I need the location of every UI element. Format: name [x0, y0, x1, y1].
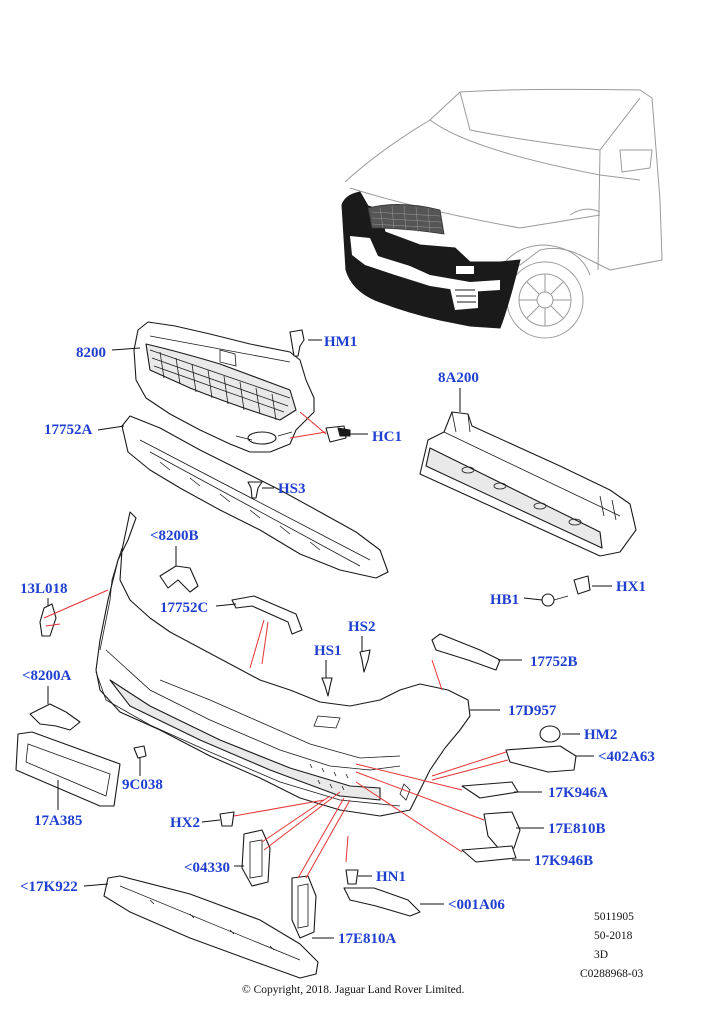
- callout-labels: 8200 HM1 17752A HC1 8A200 HS3 <8200B 13L…: [20, 334, 655, 947]
- part-9c038: [133, 745, 147, 759]
- undertray-17k922: [103, 875, 319, 979]
- screw-hs1: [321, 677, 333, 697]
- info-line-4: C0288968-03: [580, 968, 644, 980]
- copyright-notice: © Copyright, 2018. Jaguar Land Rover Lim…: [242, 984, 465, 996]
- grommet-hm2: [539, 725, 561, 743]
- callout-17k946b: 17K946B: [534, 853, 593, 869]
- callout-402a63: <402A63: [598, 749, 655, 765]
- callout-hm2: HM2: [584, 727, 617, 743]
- crash-beam-8a200: [419, 411, 637, 557]
- trim-17k946b: [461, 845, 517, 863]
- callout-8200b: <8200B: [150, 528, 199, 544]
- callout-9c038: 9C038: [122, 777, 163, 793]
- callout-17752a: 17752A: [44, 422, 93, 438]
- clip-hm1: [289, 329, 305, 357]
- callout-hx1: HX1: [616, 579, 646, 595]
- info-block: 5011905 50-2018 3D C0288968-03: [580, 911, 644, 980]
- callout-001a06: <001A06: [448, 897, 505, 913]
- callout-hx2: HX2: [170, 815, 200, 831]
- vehicle-grille: [367, 204, 445, 235]
- callout-hm1: HM1: [324, 334, 357, 350]
- callout-17752b: 17752B: [530, 654, 578, 670]
- callout-hs1: HS1: [314, 643, 342, 659]
- bumper-cover-17d957: [95, 511, 471, 817]
- callout-hs2: HS2: [348, 619, 376, 635]
- callout-hs3: HS3: [278, 481, 306, 497]
- callout-hc1: HC1: [372, 429, 402, 445]
- bracket-17752b: [431, 633, 501, 671]
- screw-hs3: [247, 481, 263, 499]
- callout-17e810a: 17E810A: [338, 931, 397, 947]
- callout-17e810b: 17E810B: [548, 821, 606, 837]
- clip-hx1: [573, 575, 591, 595]
- bracket-17e810b: [483, 811, 521, 851]
- callout-13l018: 13L018: [20, 581, 68, 597]
- trim-17k946a: [461, 781, 519, 799]
- callout-17a385: 17A385: [34, 813, 82, 829]
- callout-hb1: HB1: [490, 592, 519, 608]
- callout-04330: <04330: [184, 860, 230, 876]
- clip-hn1: [345, 869, 359, 885]
- leader-lines: [47, 339, 612, 939]
- small-components: [15, 329, 591, 979]
- callout-8200a: <8200A: [22, 668, 72, 684]
- bracket-402a63: [505, 745, 577, 773]
- callout-8200: 8200: [76, 345, 106, 361]
- bracket-17752c: [231, 595, 303, 635]
- callout-17k946a: 17K946A: [548, 785, 608, 801]
- vehicle-illustration: [341, 88, 663, 339]
- sensor-13l018: [39, 603, 57, 637]
- grille-8200: [133, 321, 315, 453]
- callout-17752c: 17752C: [160, 600, 208, 616]
- plate-17a385: [15, 731, 121, 807]
- clip-hx2: [219, 811, 235, 827]
- callout-hn1: HN1: [376, 869, 406, 885]
- callout-17d957: 17D957: [508, 703, 557, 719]
- callout-8a200: 8A200: [438, 370, 479, 386]
- bracket-8200b: [159, 565, 199, 593]
- info-line-1: 5011905: [594, 911, 634, 923]
- callout-17k922: <17K922: [20, 879, 78, 895]
- info-line-3: 3D: [594, 949, 608, 961]
- bracket-17e810a: [291, 875, 317, 939]
- screw-hs2: [359, 649, 371, 673]
- bracket-001a06: [343, 887, 421, 917]
- bolt-hb1: [541, 593, 555, 607]
- red-leader-lines: [43, 411, 509, 879]
- bracket-8200a: [29, 703, 81, 731]
- part-04330: [241, 829, 271, 887]
- info-line-2: 50-2018: [594, 930, 633, 942]
